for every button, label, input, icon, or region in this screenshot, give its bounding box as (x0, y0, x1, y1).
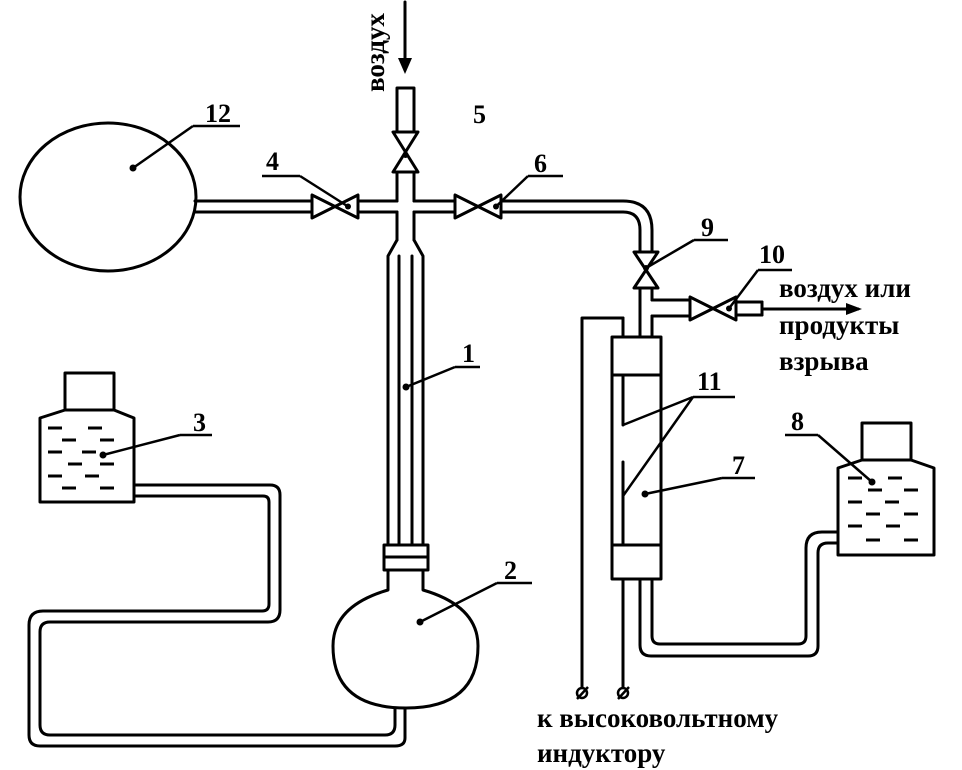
callout-9: 9 (701, 213, 714, 242)
air-inlet-arrow (398, 0, 412, 74)
callout-7: 7 (732, 451, 745, 480)
vessel-8 (785, 421, 936, 557)
hose-2-to-3 (27, 483, 407, 748)
callout-10: 10 (759, 240, 785, 269)
vessel-3 (38, 371, 212, 504)
inlet-pipe (395, 86, 416, 134)
callout-5: 5 (473, 100, 486, 129)
callout-11-lines (621, 395, 735, 497)
flask-2 (331, 543, 532, 710)
pipe-6-to-9 (499, 199, 654, 254)
air-inlet-label: воздух (360, 13, 390, 92)
callout-11: 11 (697, 367, 722, 396)
callout-6: 6 (534, 149, 547, 178)
valve-5 (391, 130, 420, 174)
hose-7-to-8 (638, 530, 842, 658)
vessel-12 (18, 121, 240, 273)
air-outlet-label-line3: взрыва (779, 346, 869, 376)
air-outlet-label-line1: воздух или (779, 273, 911, 303)
air-outlet-label-line2: продукты (779, 310, 899, 340)
callout-12: 12 (205, 99, 231, 128)
electrode-wires (575, 316, 630, 700)
callout-4: 4 (266, 147, 279, 176)
callout-8: 8 (791, 407, 804, 436)
inductor-label-line2: индуктору (537, 738, 666, 768)
pipe-9-to-7 (638, 286, 692, 339)
valve-4 (262, 174, 360, 220)
callout-1: 1 (462, 339, 475, 368)
tube-1 (386, 210, 480, 547)
pipe-12-to-4 (193, 199, 314, 214)
callout-2: 2 (504, 556, 517, 585)
valve-9 (632, 238, 728, 290)
eudiometer-7 (610, 335, 755, 581)
inductor-label-line1: к высоковольтному (537, 703, 779, 733)
valve-10 (688, 268, 862, 322)
manifold-cross (356, 170, 457, 214)
callout-3: 3 (193, 408, 206, 437)
